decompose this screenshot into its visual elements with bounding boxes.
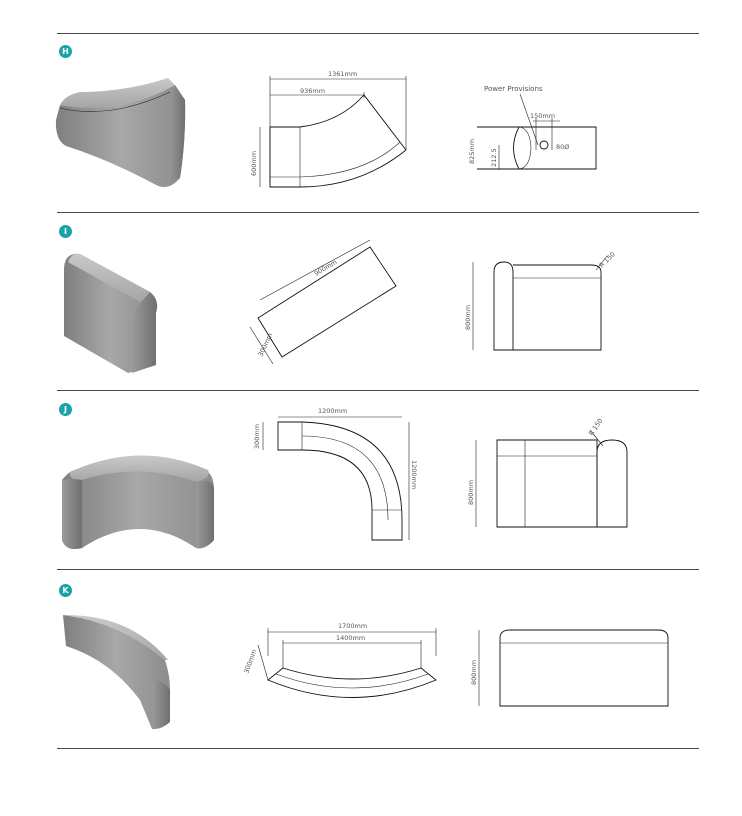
dim-h-height: 825mm <box>468 139 476 164</box>
section-j-elevation: 800mm R 150 <box>467 417 628 528</box>
section-i-elevation: 800mm R 150 <box>464 250 617 351</box>
section-i-plan-view: 900mm 300mm <box>249 239 397 365</box>
dim-j-width: 1200mm <box>318 407 347 415</box>
section-badge-i: I <box>59 225 72 238</box>
section-j-render <box>62 455 214 549</box>
dim-h-power-label: Power Provisions <box>484 85 543 93</box>
section-badge-h: H <box>59 45 72 58</box>
section-k-elevation: 800mm <box>470 629 669 707</box>
section-h-render <box>55 78 186 187</box>
divider-3 <box>57 569 699 570</box>
dim-j-side: 1200mm <box>410 460 418 489</box>
dim-h-inner-width: 936mm <box>300 87 325 95</box>
divider-top <box>57 33 699 34</box>
dim-h-overall-width: 1361mm <box>328 70 357 78</box>
dim-i-depth: 300mm <box>257 332 275 358</box>
section-i-render <box>64 253 158 373</box>
divider-bottom <box>57 748 699 749</box>
dim-j-radius: R 150 <box>587 417 604 437</box>
section-k-plan-view: 1700mm 1400mm 300mm <box>242 622 437 698</box>
section-j-plan-view: 1200mm 300mm 1200mm <box>253 407 418 541</box>
dim-k-outer-width: 1700mm <box>338 622 367 630</box>
divider-1 <box>57 212 699 213</box>
dim-h-power-height: 212.5 <box>490 148 498 167</box>
dim-h-power-diameter: 80Ø <box>556 143 569 151</box>
dim-i-radius: R 150 <box>598 250 617 269</box>
dim-h-depth: 600mm <box>250 151 258 176</box>
dim-k-inner-width: 1400mm <box>336 634 365 642</box>
section-badge-j: J <box>59 403 72 416</box>
dim-i-height: 800mm <box>464 305 472 330</box>
section-h-elevation: Power Provisions 150mm 80Ø 825mm 212.5 <box>468 85 597 170</box>
dim-k-depth: 300mm <box>242 648 258 674</box>
dim-j-depth: 300mm <box>253 424 261 449</box>
divider-2 <box>57 390 699 391</box>
section-badge-k: K <box>59 584 72 597</box>
section-h-plan-view: 1361mm 936mm 600mm <box>250 70 407 188</box>
dim-j-height: 800mm <box>467 480 475 505</box>
dim-k-height: 800mm <box>470 660 478 685</box>
section-k-render <box>63 614 170 730</box>
dim-h-power-width: 150mm <box>530 112 555 120</box>
